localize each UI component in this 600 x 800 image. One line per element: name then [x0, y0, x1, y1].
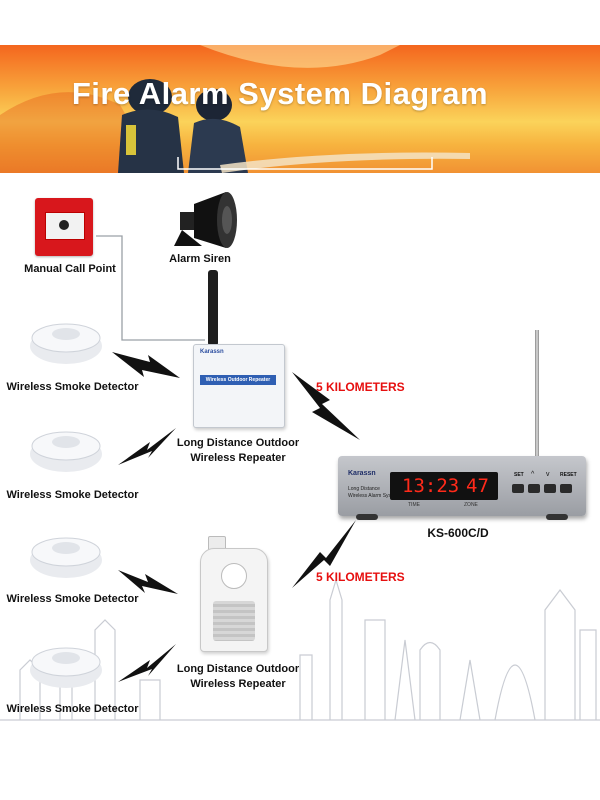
host-foot-right [546, 514, 568, 520]
host-antenna-icon [535, 330, 539, 468]
repeater-brand: Karassn [200, 349, 224, 355]
set-button[interactable] [512, 484, 524, 493]
smoke-detector-icon [30, 431, 102, 472]
lightning-bolt-icon [118, 570, 178, 594]
host-display: 13:23 47 [390, 472, 498, 500]
distance-label-bottom: 5 KILOMETERS [316, 570, 405, 584]
repeater-top-label-line2: Wireless Repeater [190, 452, 286, 464]
down-arrow-icon: v [546, 471, 550, 478]
host-foot-left [356, 514, 378, 520]
smoke-detector-label-4: Wireless Smoke Detector [6, 703, 139, 715]
lightning-bolt-icon [112, 352, 180, 378]
reset-label: RESET [560, 472, 577, 478]
distance-label-top: 5 KILOMETERS [316, 380, 405, 394]
host-model-label: KS-600C/D [427, 526, 489, 540]
repeater-bottom-label: Long Distance Outdoor Wireless Repeater [168, 662, 308, 692]
down-button[interactable] [544, 484, 556, 493]
smoke-detector-4 [28, 640, 104, 695]
smoke-detector-label-3: Wireless Smoke Detector [6, 593, 139, 605]
up-arrow-icon: ^ [531, 471, 535, 478]
manual-call-point-icon [35, 198, 93, 256]
page-title: Fire Alarm System Diagram [71, 76, 489, 111]
header-banner [0, 45, 600, 173]
smoke-detector-1 [28, 316, 104, 371]
smoke-detector-2 [28, 424, 104, 479]
reset-button[interactable] [560, 484, 572, 493]
up-button[interactable] [528, 484, 540, 493]
repeater-bottom-label-line1: Long Distance Outdoor [176, 663, 300, 675]
smoke-detector-label-2: Wireless Smoke Detector [6, 489, 139, 501]
alarm-siren-icon [174, 192, 237, 248]
display-zone: 47 [466, 475, 489, 497]
host-subtitle-1: Long Distance [348, 486, 380, 492]
smoke-detector-3 [28, 530, 104, 585]
city-skyline-background [0, 577, 600, 721]
manual-call-point-label: Manual Call Point [24, 263, 116, 275]
smoke-detector-icon [30, 537, 102, 578]
host-subtitle-2: Wireless Alarm System [348, 493, 400, 499]
host-control-panel: Karassn Long Distance Wireless Alarm Sys… [338, 456, 586, 516]
set-label: SET [514, 472, 524, 478]
repeater-bottom-label-line2: Wireless Repeater [190, 678, 286, 690]
antenna-icon [208, 270, 218, 346]
smoke-detector-icon [30, 647, 102, 688]
smoke-detector-icon [30, 323, 102, 364]
zone-label: ZONE [464, 502, 478, 508]
lightning-bolt-icon [118, 428, 176, 465]
lightning-bolt-icon [118, 644, 176, 682]
pir-repeater-device [200, 548, 268, 652]
lightning-bolt-icon [292, 520, 356, 588]
smoke-detector-label-1: Wireless Smoke Detector [6, 381, 139, 393]
display-time: 13:23 [402, 475, 460, 497]
alarm-siren-label: Alarm Siren [169, 253, 231, 265]
outdoor-repeater-device: Karassn Wireless Outdoor Repeater [193, 344, 285, 428]
repeater-top-label: Long Distance Outdoor Wireless Repeater [168, 436, 308, 466]
time-label: TIME [408, 502, 420, 508]
repeater-top-label-line1: Long Distance Outdoor [176, 437, 300, 449]
lightning-bolt-icon [292, 372, 360, 440]
repeater-panel-text: Wireless Outdoor Repeater [200, 375, 276, 385]
firefighter-illustration [0, 45, 470, 173]
host-brand: Karassn [348, 470, 376, 477]
